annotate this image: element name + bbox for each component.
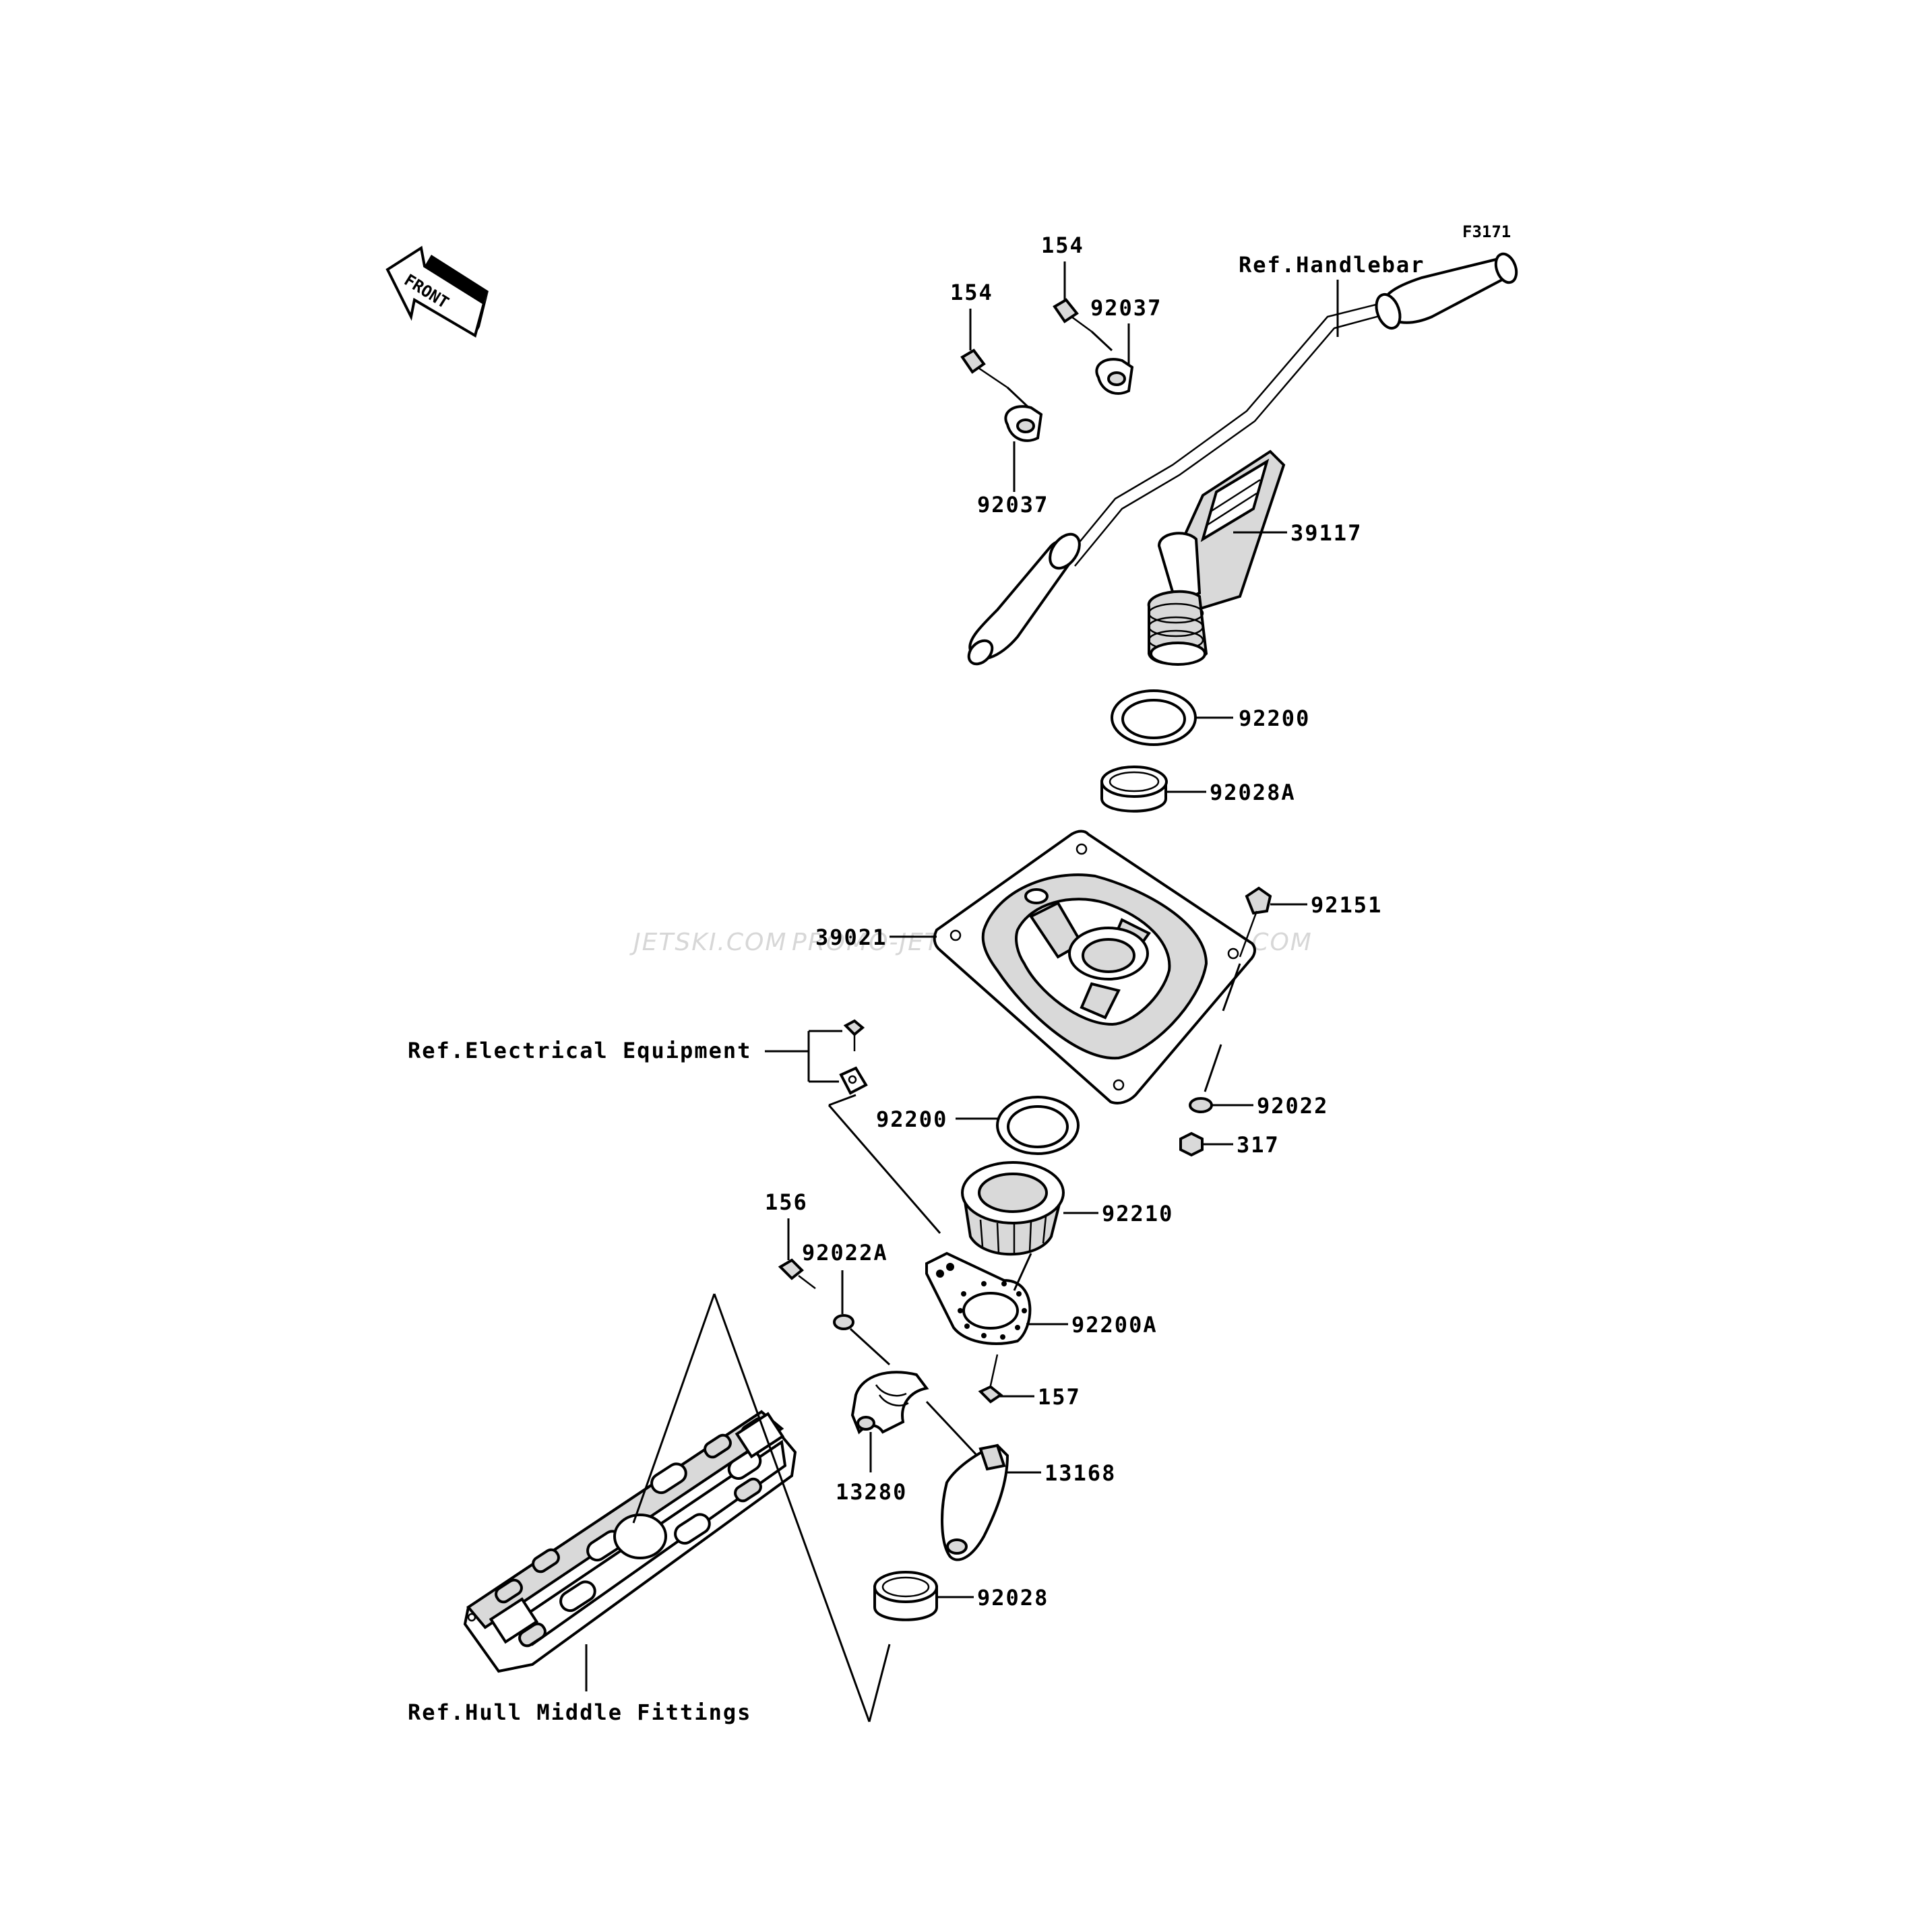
diagram-code: F3171 — [1462, 222, 1511, 241]
part-156-label: 156 — [765, 1189, 808, 1215]
part-157-label: 157 — [1038, 1384, 1081, 1410]
part-92037-b-label: 92037 — [1090, 295, 1162, 321]
bushing-92028 — [873, 1571, 938, 1621]
gear-bushing-92210 — [961, 1161, 1065, 1256]
electrical-clip — [839, 1066, 868, 1095]
watermark-1: JETSKI.COM — [629, 929, 787, 956]
part-13168-label: 13168 — [1045, 1460, 1116, 1486]
part-92200-a-label: 92200 — [1239, 706, 1310, 731]
steering-cover-39117 — [1147, 449, 1286, 666]
part-92022A-label: 92022A — [802, 1240, 888, 1266]
bolt-154-a — [960, 348, 1008, 389]
ring-92200-lower — [996, 1096, 1080, 1155]
ref-hull-label: Ref.Hull Middle Fittings — [408, 1700, 751, 1725]
part-92028-label: 92028 — [977, 1585, 1049, 1611]
nut-317 — [1179, 1131, 1204, 1157]
clamp-92037-a — [1004, 405, 1043, 442]
washer-92022A — [833, 1314, 854, 1330]
part-92022-label: 92022 — [1257, 1093, 1328, 1119]
handlebar — [967, 252, 1518, 666]
part-92151-label: 92151 — [1311, 892, 1382, 918]
clamp-13280 — [850, 1371, 929, 1435]
part-92028A-label: 92028A — [1210, 780, 1296, 805]
hull-fitting-plate — [463, 1410, 797, 1673]
bolt-156 — [778, 1258, 816, 1289]
part-154-b-label: 154 — [1041, 232, 1084, 258]
screw-157 — [978, 1354, 1003, 1404]
part-154-a-label: 154 — [950, 280, 993, 305]
electrical-screw — [843, 1019, 865, 1051]
part-317-label: 317 — [1237, 1132, 1280, 1158]
part-39117-label: 39117 — [1290, 520, 1362, 546]
bolt-92151 — [1239, 886, 1272, 958]
part-92210-label: 92210 — [1102, 1201, 1173, 1226]
ring-92200-top — [1111, 689, 1197, 746]
ref-electrical-label: Ref.Electrical Equipment — [408, 1038, 751, 1063]
bushing-92028A — [1100, 766, 1168, 813]
part-13280-label: 13280 — [836, 1479, 907, 1505]
front-arrow-icon: FRONT — [385, 245, 489, 338]
bracket-92200A — [925, 1251, 1032, 1345]
washer-92022 — [1189, 1097, 1213, 1113]
part-92037-a-label: 92037 — [977, 492, 1049, 518]
base-plate-39021 — [933, 830, 1256, 1104]
part-39021-label: 39021 — [815, 925, 887, 950]
clamp-92037-b — [1095, 358, 1134, 395]
lever-arm-13168 — [941, 1443, 1009, 1561]
part-92200-b-label: 92200 — [876, 1107, 947, 1132]
part-92200A-label: 92200A — [1071, 1312, 1158, 1338]
bolt-154-b — [1053, 298, 1092, 333]
ref-handlebar-label: Ref.Handlebar — [1239, 252, 1425, 278]
